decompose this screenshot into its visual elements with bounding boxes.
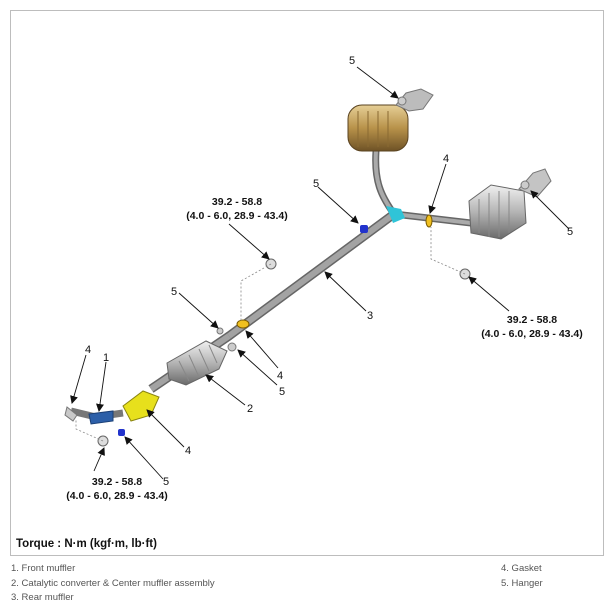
front-muffler [64,406,124,425]
torque-caption: Torque : N·m (kgf·m, lb·ft) [16,538,157,550]
hanger-icon [227,342,237,352]
torque-spec-top-imperial: (4.0 - 6.0, 28.9 - 43.4) [186,210,288,222]
callout-5: 5 [567,226,573,238]
diagram-frame: 5 4 5 5 3 5 4 4 1 2 5 4 5 39.2 - 58.8 (4… [10,10,604,556]
callout-5: 5 [163,476,169,488]
torque-spec-right: 39.2 - 58.8 [507,314,557,326]
callout-5: 5 [279,386,285,398]
exhaust-system-diagram: 5 4 5 5 3 5 4 4 1 2 5 4 5 39.2 - 58.8 (4… [64,55,583,502]
hanger-icon [397,96,407,106]
dashed-leaders [75,227,466,442]
legend-item: 5. Hanger [501,577,543,589]
callout-1: 1 [103,352,109,364]
torque-spec-right-imperial: (4.0 - 6.0, 28.9 - 43.4) [481,328,583,340]
hanger-icon [520,180,530,190]
rear-muffler-left [347,88,434,152]
hanger-icon [216,327,224,335]
legend-right: 4. Gasket 5. Hanger [501,562,543,591]
legend-item: 3. Rear muffler [11,592,74,603]
callout-5: 5 [349,55,355,67]
callout-4: 4 [185,445,191,457]
gasket-center [236,319,250,329]
hanger-icon [118,429,125,436]
gasket-rear [425,214,433,228]
hanger-icon [360,225,368,233]
callout-2: 2 [247,403,253,415]
callout-5: 5 [171,286,177,298]
rear-muffler-right [468,168,552,240]
torque-spec-top: 39.2 - 58.8 [212,196,262,208]
legend-item: 2. Catalytic converter & Center muffler … [11,577,215,589]
callout-3: 3 [367,310,373,322]
torque-spec-bottom-imperial: (4.0 - 6.0, 28.9 - 43.4) [66,490,168,502]
legend-left: 1. Front muffler 2. Catalytic converter … [11,562,215,606]
y-junction [386,206,405,223]
legend-item: 4. Gasket [501,563,542,574]
center-muffler [166,340,228,386]
callout-4: 4 [443,153,449,165]
callout-5: 5 [313,178,319,190]
callout-arrows [70,66,570,480]
callout-4: 4 [85,344,91,356]
legend-item: 1. Front muffler [11,563,76,574]
callout-4: 4 [277,370,283,382]
torque-spec-bottom: 39.2 - 58.8 [92,476,142,488]
